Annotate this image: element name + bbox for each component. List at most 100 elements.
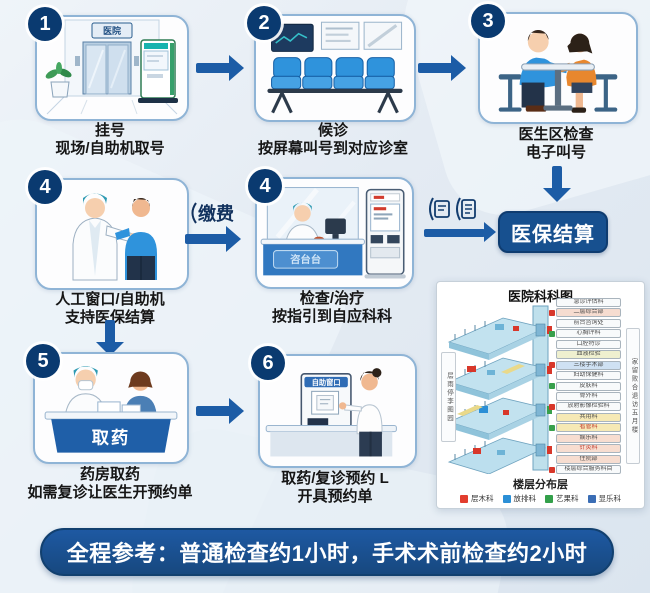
payment-window-illustration (72, 193, 157, 281)
department-label: 口腔特诊 (556, 339, 621, 349)
flow-arrow-down (96, 320, 124, 356)
department-row: 三楼手术部 (549, 360, 621, 370)
department-row: 口腔特诊 (549, 339, 621, 349)
floor-chip (549, 320, 555, 326)
department-label-list: 急诊评估科 二层综合部 前台咨询处 心胸评科 口腔特诊 血液检验 三楼手术部 (549, 298, 621, 474)
step-title: 药房取药 (79, 466, 140, 483)
department-row: 妇幼保健科 (549, 371, 621, 381)
flow-arrow-pay (185, 226, 241, 252)
department-row: 娱乐科 (549, 433, 621, 443)
floor-chip (549, 456, 555, 462)
department-label: 心胸评科 (556, 329, 621, 339)
department-label: 共用科 (556, 412, 621, 422)
legend-item: 艺果科 (545, 493, 579, 504)
bracket-icon (456, 197, 461, 221)
step-subtitle: 现场/自助机取号 (55, 140, 165, 157)
step-number-badge: 4 (28, 170, 62, 204)
department-row: 皮肤科 (549, 381, 621, 391)
legend-color-swatch (587, 494, 596, 503)
department-label: 二层综合部 (556, 308, 621, 318)
legend-item: 层木科 (460, 493, 494, 504)
department-label: 针灸科 (556, 444, 621, 454)
map-side-note-left: 层雨停李图园 (441, 352, 456, 442)
hospital-entrance-illustration: 医院 (45, 19, 178, 115)
window-sign: 自助窗口 (312, 378, 341, 387)
step-number-badge: 4 (248, 169, 282, 203)
legend-item: 放排科 (502, 493, 537, 504)
step-title: 候诊 (317, 122, 348, 139)
flow-arrow-right (196, 398, 244, 424)
department-row: 二层综合部 (549, 308, 621, 318)
department-label: 放射影像检验科 (556, 402, 621, 412)
department-label: 三楼手术部 (556, 360, 621, 370)
step-subtitle: 开具预约单 (297, 488, 373, 505)
step-number-badge: 6 (251, 346, 285, 380)
step-subtitle: 电子叫号 (525, 144, 586, 161)
insurance-settlement-button: 医保结算 (498, 211, 608, 253)
floor-chip (549, 466, 555, 473)
building-floors-illustration (447, 305, 552, 474)
step-card-doctor-exam: 3 (471, 4, 638, 124)
waiting-area-illustration (267, 21, 403, 114)
flow-arrow-to-insurance (424, 222, 496, 242)
legend-label: 显乐科 (598, 494, 622, 503)
floor-chip (549, 373, 555, 379)
duration-reference-banner: 全程参考：普通检查约1小时，手术术前检查约2小时 (40, 528, 614, 576)
floor-chip (549, 352, 555, 358)
step-caption: 医生区检查 电子叫号 (456, 126, 650, 162)
legend-item: 显乐科 (587, 493, 622, 504)
floor-chip (549, 446, 555, 452)
step-subtitle: 如需复诊让医生开预约单 (27, 484, 193, 501)
department-label: 血液检验 (556, 350, 621, 360)
step-caption: 检查/治疗 按指引到自应科科 (232, 290, 432, 326)
step-title: 检查/治疗 (299, 290, 365, 307)
floor-chip (549, 424, 555, 431)
flow-arrow-right (418, 55, 466, 81)
insurance-card-icon (434, 200, 450, 218)
department-label: 楼层综合服务科目 (556, 465, 621, 474)
legend-color-swatch (460, 494, 468, 503)
department-label: 看管科 (556, 423, 621, 433)
floor-chip (549, 414, 555, 420)
service-counter-illustration: 咨台台 (260, 187, 406, 279)
department-label: 皮肤科 (556, 381, 621, 391)
department-row: 共用科 (549, 412, 621, 422)
department-label: 骨外科 (556, 391, 621, 401)
step-title: 挂号 (94, 122, 125, 139)
step-caption: 挂号 现场/自助机取号 (10, 122, 210, 158)
step-caption: 候诊 按屏幕叫号到对应诊室 (233, 122, 433, 158)
floor-chip (549, 435, 555, 441)
map-caption: 楼层分布层 (513, 479, 568, 491)
step-number-badge: 1 (28, 7, 62, 41)
department-row: 心胸评科 (549, 329, 621, 339)
bracket-icon (191, 202, 197, 224)
department-row: 急诊评估科 (549, 298, 621, 307)
floor-chip (549, 362, 555, 369)
legend-label: 层木科 (471, 494, 494, 503)
step-subtitle: 按指引到自应科科 (271, 308, 392, 325)
department-label: 住院部 (556, 454, 621, 464)
floor-chip (549, 403, 555, 410)
department-label: 前台咨询处 (556, 318, 621, 328)
step-card-pharmacy: 5 取药 (26, 344, 189, 464)
legend-label: 艺果科 (556, 494, 579, 503)
step-subtitle: 支持医保结算 (64, 309, 155, 326)
map-side-note-right: 家留败合退访五月楼 (626, 328, 640, 464)
department-row: 骨外科 (549, 391, 621, 401)
receipt-icon (461, 199, 476, 219)
step-title: 人工窗口/自助机 (55, 291, 165, 308)
floor-chip (549, 341, 555, 347)
department-row: 看管科 (549, 423, 621, 433)
step-number-badge: 2 (247, 6, 281, 40)
step-card-manual-window: 4 (28, 170, 189, 290)
step-card-pickup-window: 6 自助窗口 (251, 346, 417, 468)
floor-chip (549, 300, 555, 306)
floor-chip (549, 309, 555, 316)
legend-label: 放排科 (513, 494, 537, 503)
counter-sign: 咨台台 (290, 253, 321, 266)
pickup-window-illustration: 自助窗口 (265, 368, 397, 457)
department-row: 针灸科 (549, 444, 621, 454)
step-number-badge: 3 (471, 4, 505, 38)
floor-chip (549, 393, 555, 399)
